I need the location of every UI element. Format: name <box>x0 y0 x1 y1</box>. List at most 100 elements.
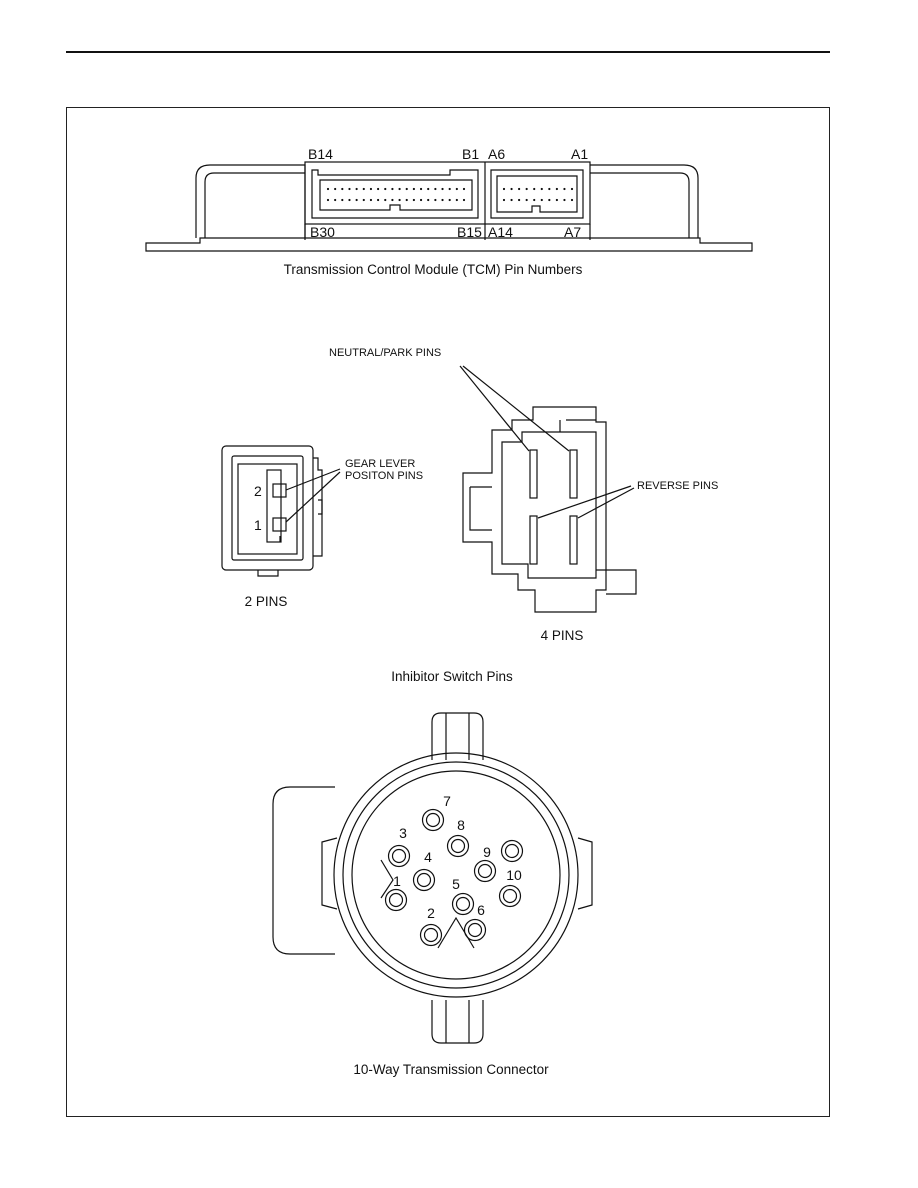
tcm-pin-dot <box>412 187 415 191</box>
tcm-label-b1: B1 <box>462 146 479 162</box>
tcm-pin-dot <box>462 187 466 191</box>
inhibitor-caption: Inhibitor Switch Pins <box>391 669 513 684</box>
tcm-label-a7: A7 <box>564 224 581 240</box>
tcm-pin-dot <box>398 198 401 202</box>
tcm-label-b30: B30 <box>310 224 335 240</box>
four-pin-title: 4 PINS <box>541 628 584 643</box>
tcm-pin-dot <box>377 187 380 191</box>
ten-way-pin-3 <box>387 844 411 868</box>
tcm-pin-dot <box>455 198 458 202</box>
tcm-label-a1: A1 <box>571 146 588 162</box>
ten-way-pin-10 <box>498 884 522 908</box>
tcm-pin-dot <box>448 187 451 191</box>
ten-way-pin-1 <box>384 888 408 912</box>
tcm-pin-dot <box>369 187 373 191</box>
tcm-pin-dot <box>355 187 358 191</box>
tcm-pin-dot <box>563 198 566 202</box>
tcm-pin-dot <box>563 187 566 191</box>
tcm-pin-dot <box>434 187 437 191</box>
tcm-pin-dot <box>540 198 543 202</box>
tcm-pin-dot <box>419 198 423 202</box>
tcm-pin-dot <box>570 187 574 191</box>
ten-way-pin-label-1: 1 <box>393 873 401 889</box>
tcm-pin-dot <box>334 187 337 191</box>
gear-lever-callout-line2: POSITON PINS <box>345 470 423 482</box>
two-pin-connector <box>221 445 323 577</box>
tcm-pin-dot <box>391 198 394 202</box>
ten-way-pin-label-8: 8 <box>457 817 465 833</box>
tcm-pin-dot <box>518 198 521 202</box>
ten-way-pin-label-7: 7 <box>443 793 451 809</box>
ten-way-pin-6 <box>463 918 487 942</box>
tcm-pin-dot <box>334 198 337 202</box>
tcm-pin-dot <box>502 187 506 191</box>
tcm-pin-dot <box>326 187 330 191</box>
ten-way-pin-9 <box>473 859 497 883</box>
tcm-pin-dot <box>434 198 437 202</box>
tcm-pin-dot <box>518 187 521 191</box>
tcm-pin-dot <box>548 187 551 191</box>
tcm-pin-dot <box>412 198 415 202</box>
tcm-pin-dot <box>419 187 423 191</box>
ten-way-connector <box>272 712 593 1044</box>
tcm-pin-dot <box>555 198 558 202</box>
tcm-pin-dot <box>398 187 401 191</box>
ten-way-pin-label-9: 9 <box>483 844 491 860</box>
tcm-pin-dot <box>384 198 387 202</box>
neutral-park-callout: NEUTRAL/PARK PINS <box>329 347 441 359</box>
tcm-pin-dot <box>341 187 344 191</box>
tcm-pin-dot <box>570 198 574 202</box>
tcm-pin-dot <box>525 187 528 191</box>
tcm-module <box>145 161 753 252</box>
ten-way-pin-label-10: 10 <box>506 867 522 883</box>
tcm-pin-dot <box>377 198 380 202</box>
tcm-pin-dot <box>510 187 513 191</box>
header-rule <box>66 51 830 53</box>
ten-way-pin-label-2: 2 <box>427 905 435 921</box>
tcm-pin-dot <box>555 187 558 191</box>
tcm-pin-dot <box>510 198 513 202</box>
ten-way-pin-label-3: 3 <box>399 825 407 841</box>
tcm-pin-dot <box>427 198 430 202</box>
tcm-label-a6: A6 <box>488 146 505 162</box>
ten-way-pin-label-5: 5 <box>452 876 460 892</box>
tcm-pin-dot <box>326 198 330 202</box>
ten-way-caption: 10-Way Transmission Connector <box>353 1062 549 1077</box>
tcm-label-b14: B14 <box>308 146 333 162</box>
tcm-pin-dot <box>455 187 458 191</box>
tcm-pin-dot <box>540 187 543 191</box>
two-pin-title: 2 PINS <box>245 594 288 609</box>
tcm-caption: Transmission Control Module (TCM) Pin Nu… <box>284 262 583 277</box>
two-pin-label-top: 2 <box>254 483 262 499</box>
tcm-label-a14: A14 <box>488 224 513 240</box>
ten-way-pin-2 <box>419 923 443 947</box>
tcm-pin-dot <box>384 187 387 191</box>
ten-way-pin-4 <box>412 868 436 892</box>
reverse-callout: REVERSE PINS <box>637 480 718 492</box>
ten-way-pin-7 <box>421 808 445 832</box>
four-pin-connector <box>462 406 637 613</box>
tcm-pin-dot <box>533 198 536 202</box>
tcm-label-b15: B15 <box>457 224 482 240</box>
four-pin-callout-leaders <box>459 365 635 519</box>
tcm-pin-dot <box>369 198 373 202</box>
ten-way-pin-8 <box>446 834 470 858</box>
tcm-pin-dot <box>441 187 444 191</box>
ten-way-pin-5 <box>451 892 475 916</box>
tcm-pin-dot <box>405 187 408 191</box>
tcm-pin-dot <box>341 198 344 202</box>
ten-way-pin-label-4: 4 <box>424 849 432 865</box>
tcm-pin-dot <box>391 187 394 191</box>
tcm-pin-dot <box>548 198 551 202</box>
ten-way-pin-label-6: 6 <box>477 902 485 918</box>
figure-frame <box>66 107 830 1117</box>
tcm-pin-dot <box>348 198 351 202</box>
ten-way-socket-ring <box>500 839 524 863</box>
tcm-pin-dot <box>448 198 451 202</box>
tcm-pin-dot <box>441 198 444 202</box>
tcm-pin-dot <box>362 198 365 202</box>
tcm-pin-dot <box>405 198 408 202</box>
two-pin-label-bottom: 1 <box>254 517 262 533</box>
tcm-pin-dot <box>362 187 365 191</box>
